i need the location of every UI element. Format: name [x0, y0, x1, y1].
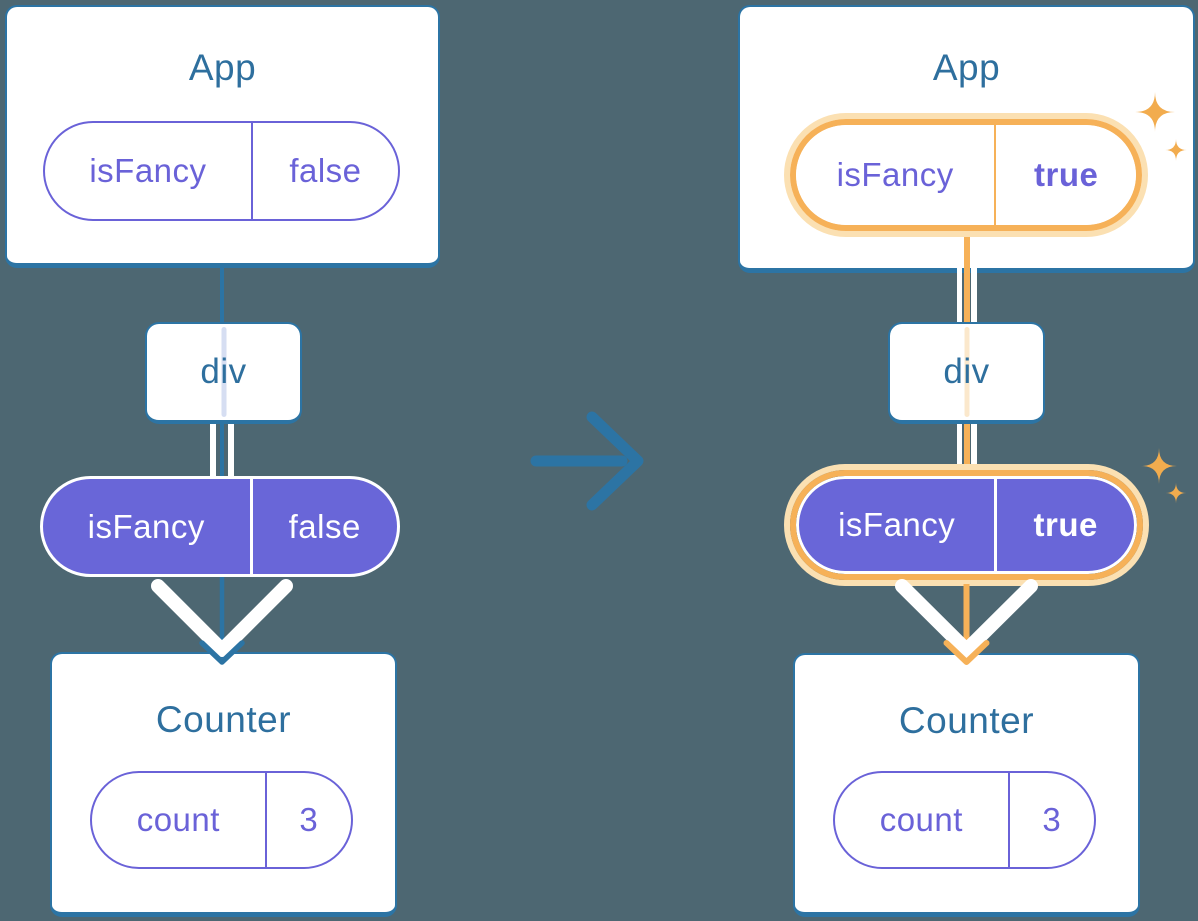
- app-prop-pill-after-highlighted: isFancy true: [784, 113, 1148, 237]
- prop-name: isFancy: [836, 156, 954, 193]
- pass-through-line: [221, 327, 226, 417]
- props-flow-line-right: [971, 424, 977, 472]
- prop-update-line: [963, 228, 970, 328]
- props-pill-after-highlighted: isFancy true: [784, 464, 1149, 586]
- app-title: App: [932, 47, 1001, 88]
- props-flow-chevron-before: [151, 579, 293, 657]
- highlight-ring: isFancy true: [790, 119, 1142, 231]
- prop-update-line: [963, 424, 970, 472]
- props-flow-line-left: [210, 424, 216, 480]
- state-name: count: [136, 801, 220, 838]
- counter-title: Counter: [898, 700, 1035, 741]
- sparkle-icon: [1165, 482, 1187, 504]
- props-flow-line-right: [971, 228, 977, 328]
- props-pill-before: isFancy false: [40, 476, 400, 577]
- app-prop-pill-before: isFancy false: [43, 121, 400, 221]
- state-value: 3: [1007, 773, 1094, 867]
- app-title: App: [188, 47, 257, 88]
- prop-value: false: [249, 479, 398, 574]
- state-value: 3: [264, 773, 351, 867]
- render-edge-app-div-before: [219, 260, 224, 326]
- props-flow-line-left: [956, 424, 962, 472]
- render-edge-div-pill-before: [219, 424, 224, 480]
- props-flow-line-left: [956, 228, 962, 328]
- prop-name: isFancy: [87, 507, 205, 545]
- state-pill-after: count 3: [833, 771, 1096, 869]
- prop-value: true: [994, 125, 1136, 225]
- prop-name: isFancy: [89, 152, 207, 189]
- counter-title: Counter: [155, 699, 292, 740]
- div-node-before: div: [145, 322, 302, 424]
- props-flow-line-right: [228, 424, 234, 480]
- sparkle-icon: [1141, 448, 1177, 484]
- state-name: count: [879, 801, 963, 838]
- div-label: div: [200, 352, 247, 391]
- prop-value: true: [994, 479, 1134, 571]
- prop-name: isFancy: [838, 506, 956, 543]
- div-label: div: [943, 352, 990, 391]
- transition-arrow-icon: [530, 411, 644, 511]
- state-pill-before: count 3: [90, 771, 353, 869]
- prop-value: false: [250, 123, 398, 219]
- pass-through-line: [964, 327, 969, 417]
- div-node-after: div: [888, 322, 1045, 424]
- highlight-ring: isFancy true: [790, 470, 1143, 580]
- props-flow-chevron-after: [895, 579, 1038, 657]
